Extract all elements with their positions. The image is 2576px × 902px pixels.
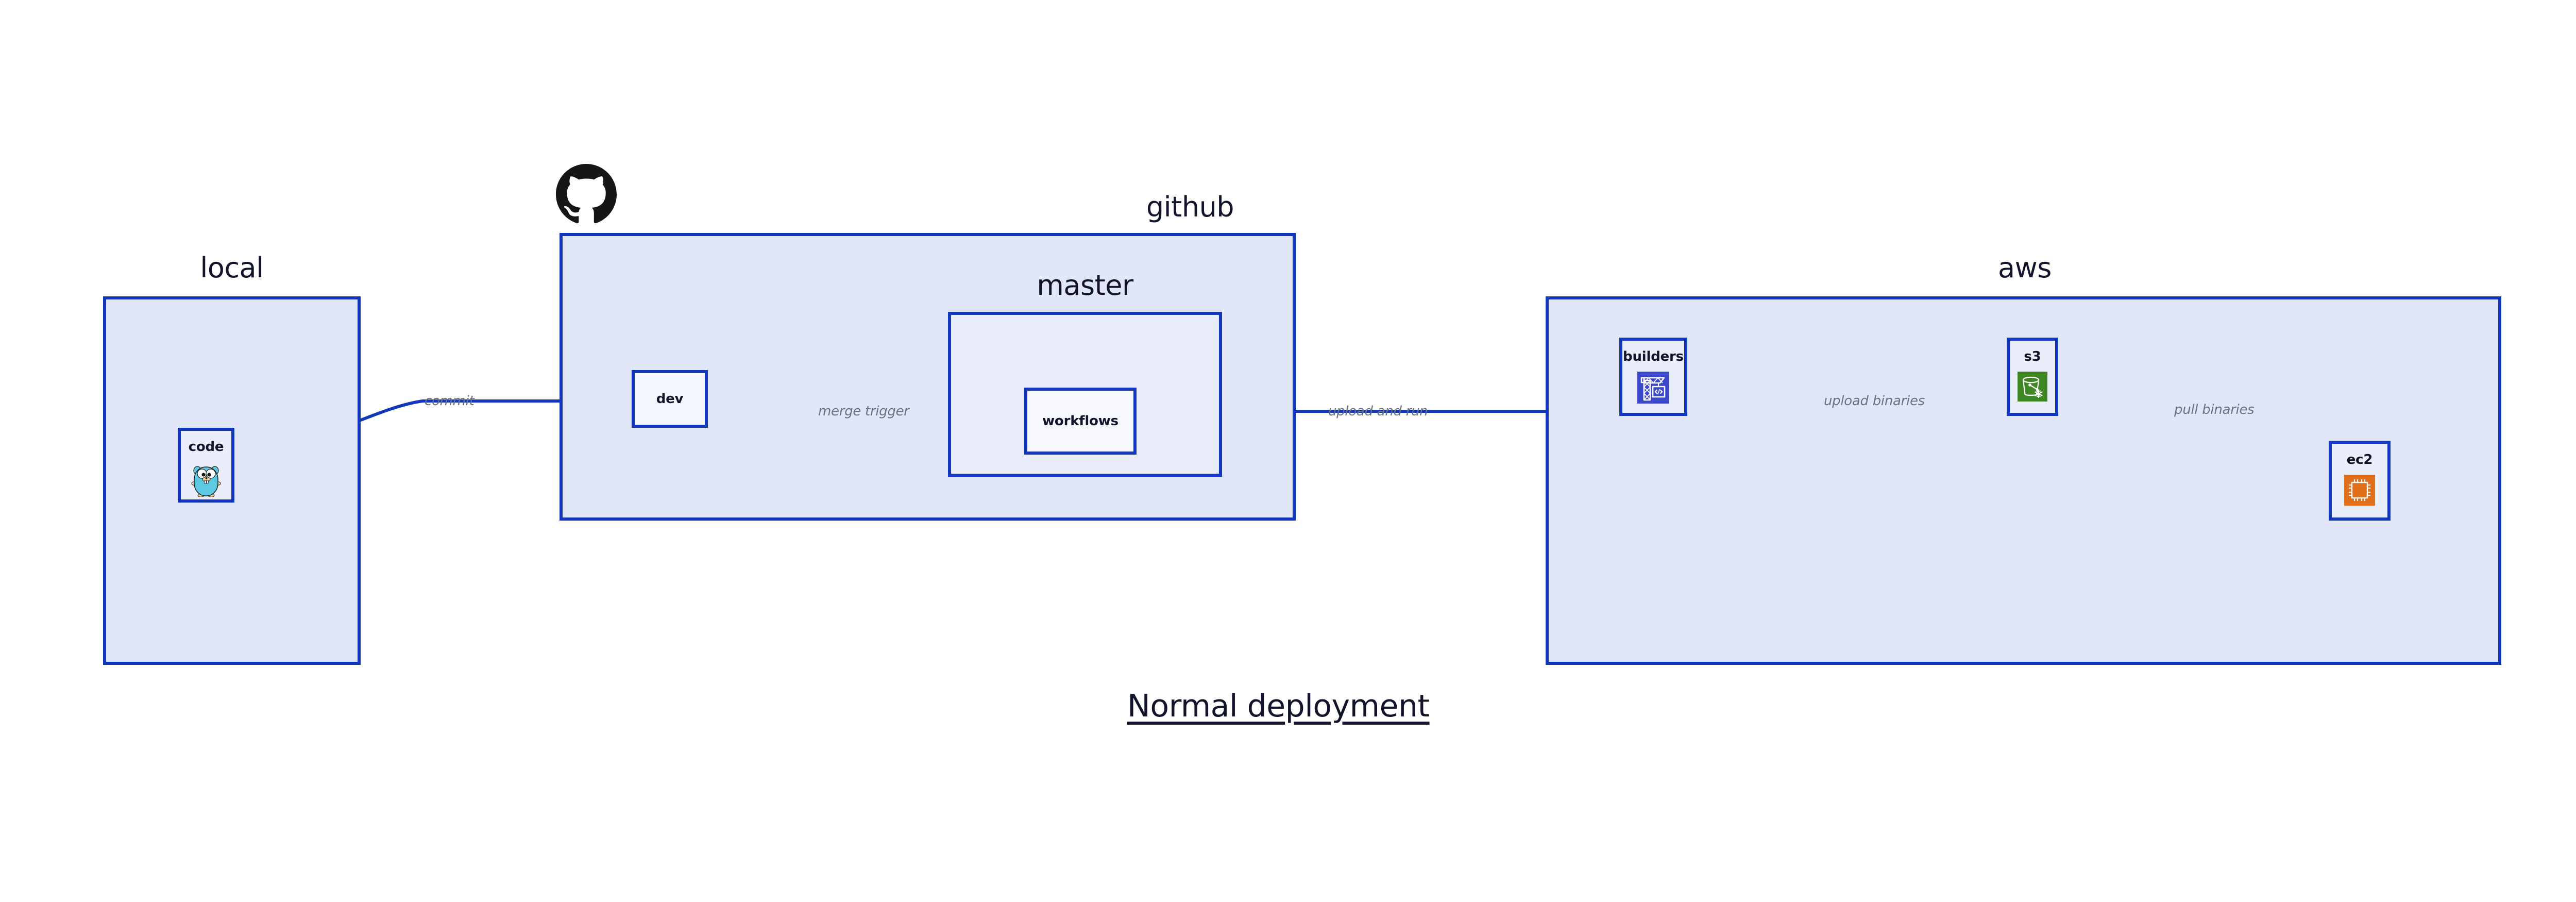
node-s3-label: s3 <box>2024 349 2041 364</box>
edge-label-pull-binaries: pull binaries <box>2174 402 2255 417</box>
node-s3[interactable]: s3 <box>2007 338 2058 416</box>
github-octocat-icon <box>555 164 617 227</box>
group-aws-label: aws <box>1998 252 2052 284</box>
node-dev-label: dev <box>656 391 684 407</box>
node-ec2[interactable]: ec2 <box>2329 441 2391 521</box>
group-local[interactable] <box>103 296 361 665</box>
node-workflows-label: workflows <box>1042 413 1118 429</box>
group-master-label: master <box>1037 269 1133 302</box>
node-workflows[interactable]: workflows <box>1024 388 1137 455</box>
go-gopher-icon <box>191 462 221 499</box>
edge-label-merge-trigger: merge trigger <box>818 404 909 419</box>
node-builders[interactable]: builders <box>1619 338 1687 416</box>
aws-s3-glacier-icon <box>2018 372 2047 404</box>
node-builders-label: builders <box>1623 349 1684 364</box>
node-code-label: code <box>188 439 224 455</box>
node-ec2-label: ec2 <box>2346 452 2373 467</box>
diagram-title: Normal deployment <box>1127 688 1430 724</box>
group-github-label: github <box>1146 191 1234 223</box>
group-local-label: local <box>200 252 264 284</box>
edge-label-upload-and-run: upload and run <box>1328 404 1428 419</box>
edge-label-upload-binaries: upload binaries <box>1824 393 1925 409</box>
aws-codebuild-icon <box>1637 372 1669 406</box>
node-dev[interactable]: dev <box>632 370 708 428</box>
aws-ec2-icon <box>2344 475 2375 508</box>
edge-label-commit: commit <box>425 393 474 409</box>
node-code[interactable]: code <box>178 428 234 503</box>
